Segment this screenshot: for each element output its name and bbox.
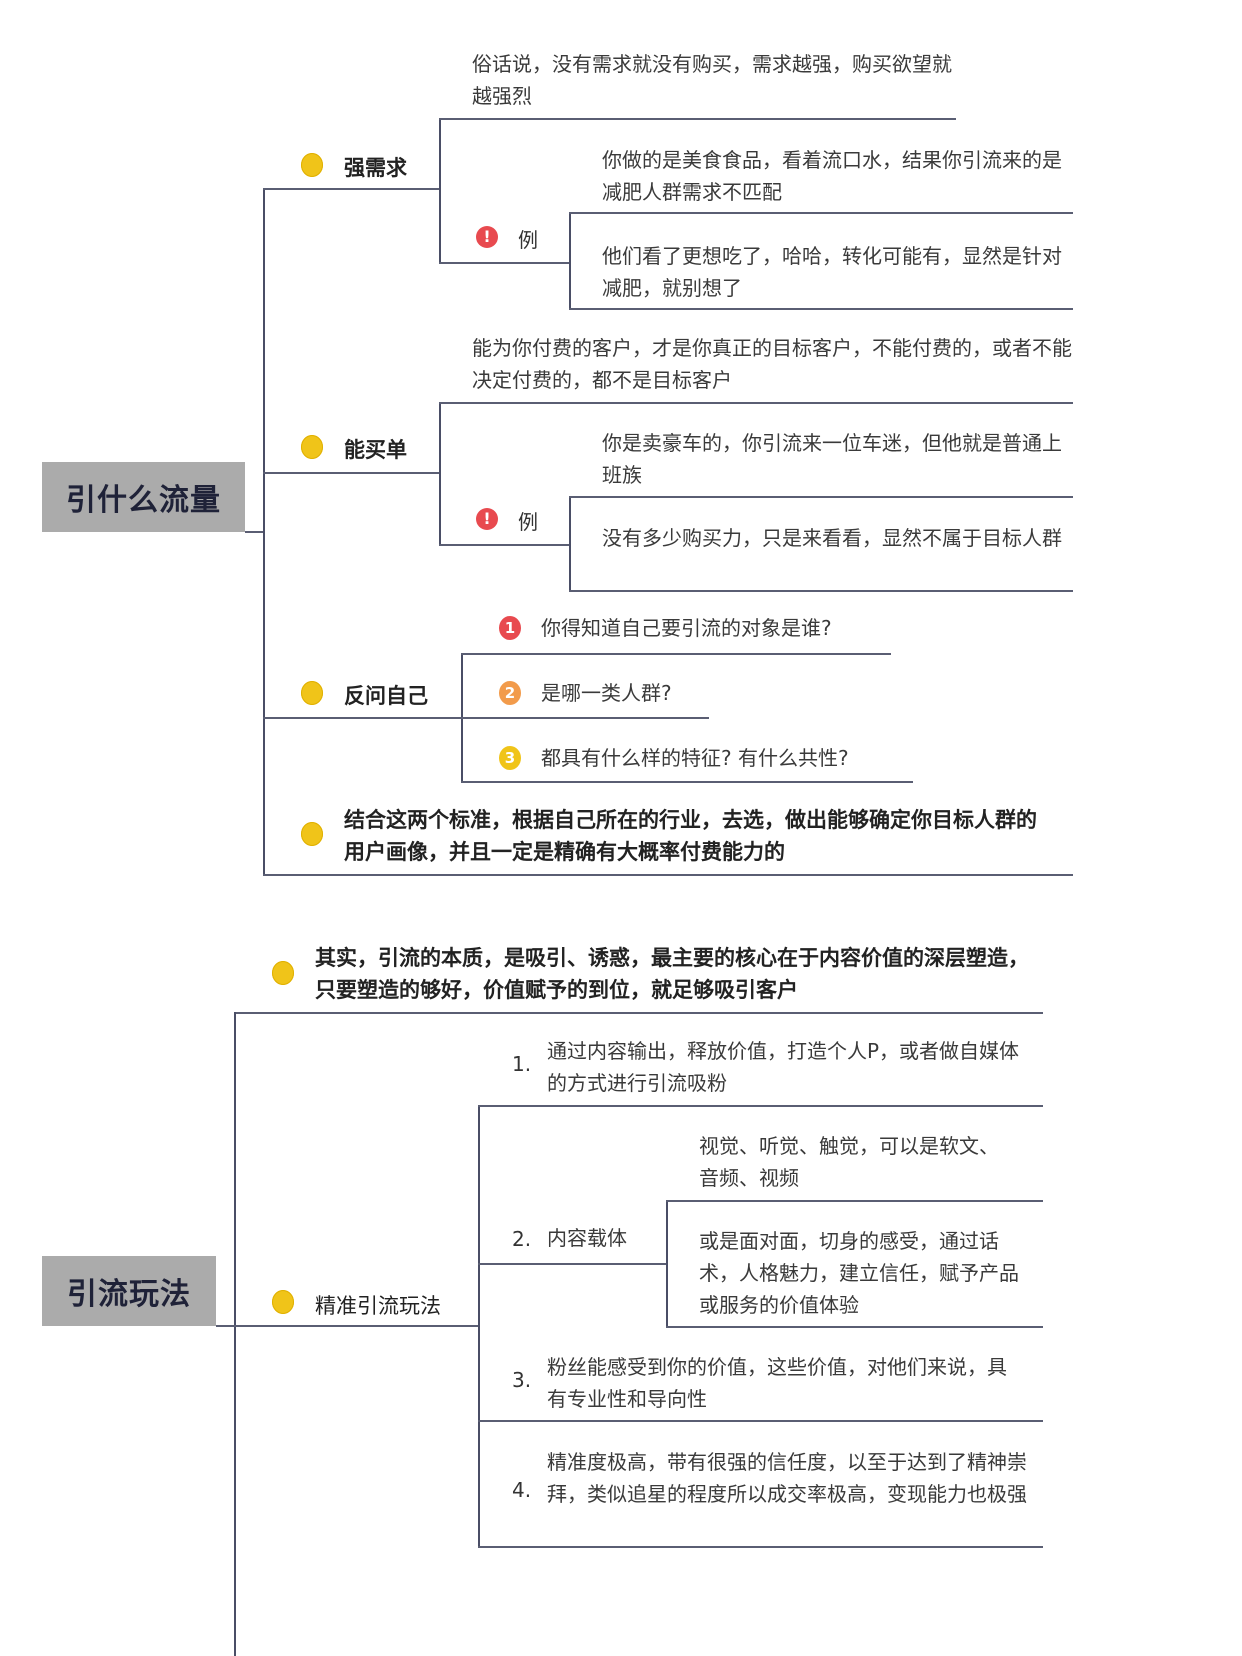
carrier-text: 或是面对面，切身的感受，通过话术，人格魅力，建立信任，赋予产品或服务的价值体验 — [699, 1229, 1019, 1317]
connector-line — [216, 1325, 236, 1327]
branch-line — [263, 717, 463, 719]
branch-label: 强需求 — [344, 156, 407, 180]
example-underline — [569, 496, 1073, 498]
branch-label: 反问自己 — [344, 684, 428, 708]
branch-note: 能为你付费的客户，才是你真正的目标客户，不能付费的，或者不能决定付费的，都不是目… — [472, 336, 1072, 392]
trunk-line — [263, 188, 265, 876]
summary-underline — [263, 874, 1073, 876]
example-label: 例 — [518, 228, 538, 252]
branch-label: 精准引流玩法 — [315, 1294, 441, 1318]
item-number: 4. — [512, 1478, 532, 1502]
bullet-dot-icon — [301, 681, 323, 705]
connector-line — [245, 531, 265, 533]
question-underline — [461, 781, 913, 783]
intro-underline — [235, 1012, 1043, 1014]
number-3-icon: 3 — [499, 746, 521, 770]
example-text: 没有多少购买力，只是来看看，显然不属于目标人群 — [602, 526, 1062, 550]
example-underline — [569, 590, 1073, 592]
branch-line — [263, 472, 441, 474]
question-underline — [461, 653, 891, 655]
root-node-traffic-tactics[interactable]: 引流玩法 — [42, 1256, 216, 1326]
trunk-line — [234, 1012, 236, 1656]
root-node-label: 引什么流量 — [66, 483, 221, 518]
item-number: 2. — [512, 1227, 532, 1251]
item-underline — [478, 1546, 1043, 1548]
item-number: 3. — [512, 1368, 532, 1392]
branch-vline — [439, 402, 441, 546]
question-text: 都具有什么样的特征? 有什么共性? — [541, 746, 849, 770]
example-text: 你是卖豪车的，你引流来一位车迷，但他就是普通上班族 — [602, 431, 1062, 487]
branch-note: 俗话说，没有需求就没有购买，需求越强，购买欲望就越强烈 — [472, 52, 952, 108]
bullet-dot-icon — [301, 822, 323, 846]
branch-vline — [439, 118, 441, 264]
item-text: 精准度极高，带有很强的信任度，以至于达到了精神崇拜，类似追星的程度所以成交率极高… — [547, 1450, 1027, 1506]
bullet-dot-icon — [272, 961, 294, 985]
carrier-text: 视觉、听觉、触觉，可以是软文、音频、视频 — [699, 1134, 999, 1190]
root-node-label: 引流玩法 — [67, 1277, 191, 1312]
branch-line — [235, 1325, 480, 1327]
bullet-dot-icon — [272, 1290, 294, 1314]
branch-label: 能买单 — [344, 438, 407, 462]
item-number: 1. — [512, 1052, 532, 1076]
question-text: 你得知道自己要引流的对象是谁? — [541, 616, 832, 640]
note-underline — [439, 118, 956, 120]
note-underline — [439, 402, 1073, 404]
item-underline — [478, 1420, 1043, 1422]
question-underline — [461, 717, 709, 719]
example-underline — [569, 308, 1073, 310]
item-text: 内容载体 — [547, 1226, 627, 1250]
number-2-icon: 2 — [499, 681, 521, 705]
item-underline — [478, 1263, 668, 1265]
question-text: 是哪一类人群? — [541, 681, 672, 705]
carrier-underline — [666, 1200, 1043, 1202]
bullet-dot-icon — [301, 153, 323, 177]
number-1-icon: 1 — [499, 616, 521, 640]
item-text: 通过内容输出，释放价值，打造个人P，或者做自媒体的方式进行引流吸粉 — [547, 1039, 1020, 1095]
branch-vline — [478, 1105, 480, 1548]
example-line — [439, 262, 571, 264]
bullet-dot-icon — [301, 435, 323, 459]
alert-icon: ! — [476, 226, 498, 248]
example-underline — [569, 212, 1073, 214]
carrier-underline — [666, 1326, 1043, 1328]
example-vline — [569, 496, 571, 592]
item-underline — [478, 1105, 1043, 1107]
intro-text: 其实，引流的本质，是吸引、诱惑，最主要的核心在于内容价值的深层塑造，只要塑造的够… — [315, 946, 1029, 1002]
item-text: 粉丝能感受到你的价值，这些价值，对他们来说，具有专业性和导向性 — [547, 1355, 1007, 1411]
root-node-traffic-type[interactable]: 引什么流量 — [42, 462, 245, 532]
alert-icon: ! — [476, 508, 498, 530]
example-text: 你做的是美食食品，看着流口水，结果你引流来的是减肥人群需求不匹配 — [602, 148, 1062, 204]
branch-line — [263, 188, 441, 190]
example-text: 他们看了更想吃了，哈哈，转化可能有，显然是针对减肥，就别想了 — [602, 244, 1062, 300]
example-line — [439, 544, 571, 546]
example-label: 例 — [518, 510, 538, 534]
example-vline — [569, 212, 571, 310]
summary-text: 结合这两个标准，根据自己所在的行业，去选，做出能够确定你目标人群的用户画像，并且… — [344, 808, 1037, 864]
item-vline — [666, 1200, 668, 1328]
